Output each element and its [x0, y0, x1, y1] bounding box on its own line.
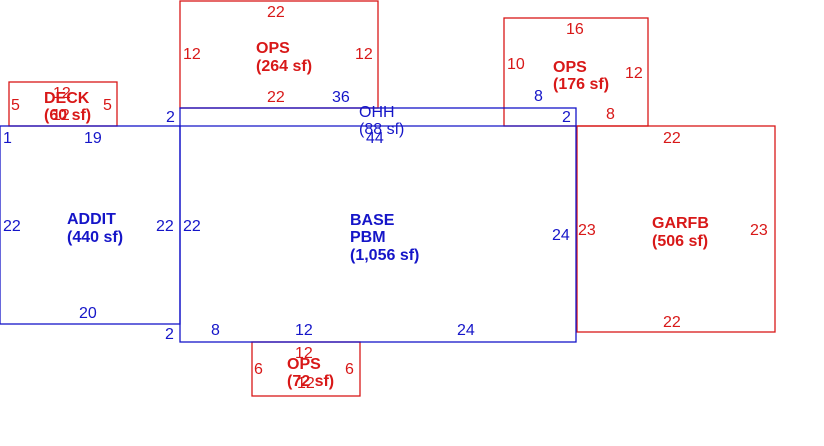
ops-bottom-dim-top: 12: [295, 345, 313, 362]
addit-dim-left: 22: [3, 218, 21, 235]
ops-top-dim-left: 12: [183, 46, 201, 63]
ohh-dim-step: 8: [534, 88, 543, 105]
base-size: (1,056 sf): [350, 247, 419, 264]
base-outline: [179, 107, 577, 343]
ops-top-dim-right: 12: [355, 46, 373, 63]
ops-bottom-dim-right: 6: [345, 361, 354, 378]
garfb-dim-top: 22: [663, 130, 681, 147]
base-dim-left: 22: [183, 218, 201, 235]
ops-bottom-dim-left: 6: [254, 361, 263, 378]
ops-right-name: OPS: [553, 59, 587, 76]
base-dim-bottom-right: 24: [457, 322, 475, 339]
base-dim-bottom-mid: 12: [295, 322, 313, 339]
base-dim-right: 24: [552, 227, 570, 244]
deck-name: DECK: [44, 90, 90, 107]
garfb-dim-bottom: 22: [663, 314, 681, 331]
garfb-size: (506 sf): [652, 233, 708, 250]
ops-right-dim-bottom: 8: [606, 106, 615, 123]
deck-dim-left: 5: [11, 97, 20, 114]
ops-top-dim-bottom: 22: [267, 89, 285, 106]
garfb-dim-left: 23: [578, 222, 596, 239]
ops-top-dim-top: 22: [267, 4, 285, 21]
base-name: BASE: [350, 212, 395, 229]
ops-right-dim-top: 16: [566, 21, 584, 38]
ops-right-dim-right: 12: [625, 65, 643, 82]
addit-dim-corner: 1: [3, 130, 12, 147]
ohh-dim-right: 2: [562, 109, 571, 126]
addit-dim-right: 22: [156, 218, 174, 235]
deck-dim-right: 5: [103, 97, 112, 114]
garfb-dim-right: 23: [750, 222, 768, 239]
ohh-dim-top: 36: [332, 89, 350, 106]
addit-name: ADDIT: [67, 211, 116, 228]
garfb-name: GARFB: [652, 215, 709, 232]
deck-dim-bottom: 12: [52, 107, 70, 124]
garfb-outline: [576, 125, 776, 333]
base-dim-bottom-left: 8: [211, 322, 220, 339]
ohh-name: OHH: [359, 104, 395, 121]
deck-dim-top: 12: [53, 85, 71, 102]
addit-dim-top: 19: [84, 130, 102, 147]
ops-bottom-name: OPS: [287, 356, 321, 373]
ops-top-name: OPS: [256, 40, 290, 57]
addit-size: (440 sf): [67, 229, 123, 246]
base-subname: PBM: [350, 229, 386, 246]
ohh-dim-bottom: 44: [366, 130, 384, 147]
addit-dim-step: 2: [165, 326, 174, 343]
ohh-dim-left: 2: [166, 109, 175, 126]
addit-dim-bottom: 20: [79, 305, 97, 322]
deck-size: (60 sf): [44, 107, 91, 124]
ops-top-size: (264 sf): [256, 58, 312, 75]
ohh-size: (88 sf): [359, 121, 404, 138]
ops-right-size: (176 sf): [553, 76, 609, 93]
ops-bottom-dim-bottom: 12: [297, 375, 315, 392]
ops-bottom-size: (72 sf): [287, 373, 334, 390]
ops-right-dim-left: 10: [507, 56, 525, 73]
